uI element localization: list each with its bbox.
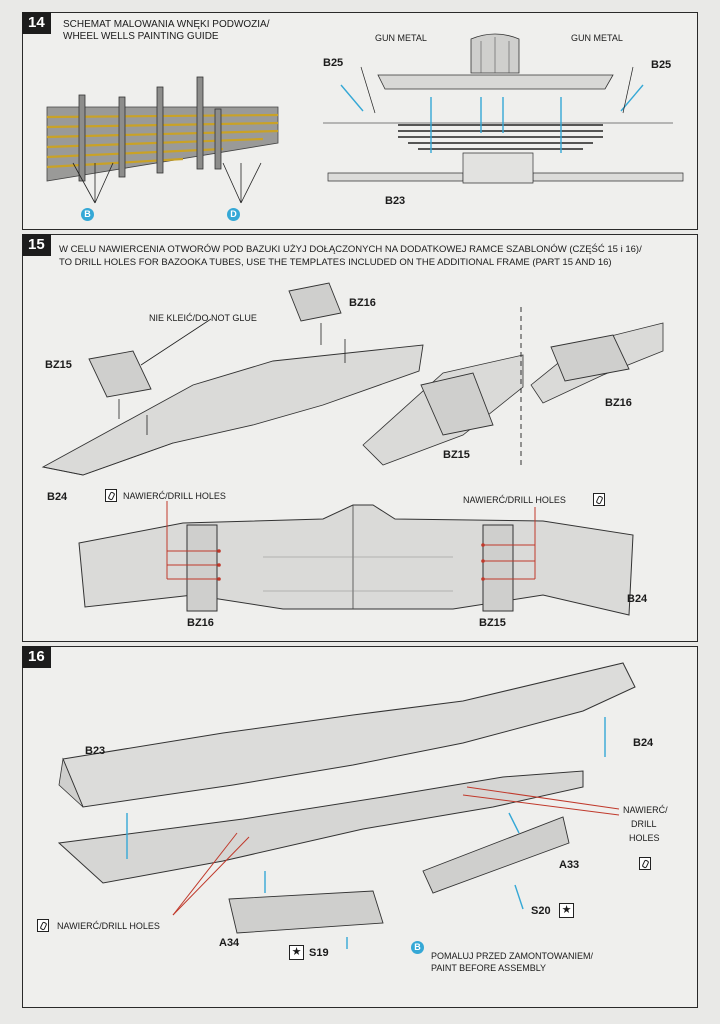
part-bz15-a: BZ15 [45, 359, 72, 371]
wing-assembly-diagram [57, 662, 636, 949]
drill-holes-label-right-2: DRILL [631, 819, 657, 829]
part-b23: B23 [385, 195, 406, 207]
paint-before-assembly-pl: POMALUJ PRZED ZAMONTOWANIEM/ [431, 951, 594, 961]
step-15-instruction-en: TO DRILL HOLES FOR BAZOOKA TUBES, USE TH… [59, 257, 612, 268]
part-a34: A34 [219, 937, 240, 949]
step-14-panel: 14 SCHEMAT MALOWANIA WNĘKI PODWOZIA/ WHE… [22, 12, 698, 230]
gun-metal-label-left: GUN METAL [375, 33, 427, 43]
drill-holes-label-right-3: HOLES [629, 833, 660, 843]
drill-holes-label-left: NAWIERĆ/DRILL HOLES [57, 921, 160, 931]
part-bz16-c: BZ16 [187, 617, 214, 629]
drill-icon [639, 857, 651, 870]
part-bz15-c: BZ15 [479, 617, 506, 629]
step-16-panel: 16 B23 B24 NAWIERĆ/ DRILL HOLES A33 [22, 646, 698, 1008]
do-not-glue-label: NIE KLEIĆ/DO NOT GLUE [149, 313, 257, 323]
part-bz15-b: BZ15 [443, 449, 470, 461]
paint-callout-b: B [411, 941, 424, 954]
drill-icon [105, 489, 117, 502]
star-icon: ★ [559, 903, 574, 918]
star-icon: ★ [289, 945, 304, 960]
bazooka-template-wing-diagram [41, 282, 664, 616]
step-number: 16 [22, 646, 51, 668]
part-bz16-a: BZ16 [349, 297, 376, 309]
part-b25-right: B25 [651, 59, 672, 71]
wing-underside-assembly-diagram [323, 33, 684, 184]
step-15-instruction-pl: W CELU NAWIERCENIA OTWORÓW POD BAZUKI UŻ… [59, 244, 642, 255]
drill-holes-label-right-1: NAWIERĆ/ [623, 805, 668, 815]
part-b24-a: B24 [47, 491, 68, 503]
part-a33: A33 [559, 859, 580, 871]
step-number: 14 [22, 12, 51, 34]
drill-holes-label-left: NAWIERĆ/DRILL HOLES [123, 491, 226, 501]
paint-callout-b: B [81, 208, 94, 221]
part-b24: B24 [633, 737, 654, 749]
part-s19: S19 [309, 947, 329, 959]
step-number: 15 [22, 234, 51, 256]
part-s20: S20 [531, 905, 551, 917]
part-b25-left: B25 [323, 57, 344, 69]
wheel-well-painting-illustration [46, 76, 279, 204]
gun-metal-label-right: GUN METAL [571, 33, 623, 43]
part-b24-b: B24 [627, 593, 648, 605]
paint-before-assembly-en: PAINT BEFORE ASSEMBLY [431, 963, 547, 973]
step-15-panel: 15 W CELU NAWIERCENIA OTWORÓW POD BAZUKI… [22, 234, 698, 642]
part-b23: B23 [85, 745, 106, 757]
drill-icon [593, 493, 605, 506]
step-14-title-pl: SCHEMAT MALOWANIA WNĘKI PODWOZIA/ [63, 19, 270, 30]
drill-holes-label-right: NAWIERĆ/DRILL HOLES [463, 495, 566, 505]
paint-callout-d: D [227, 208, 240, 221]
drill-icon [37, 919, 49, 932]
part-bz16-b: BZ16 [605, 397, 632, 409]
step-14-title-en: WHEEL WELLS PAINTING GUIDE [63, 31, 219, 42]
